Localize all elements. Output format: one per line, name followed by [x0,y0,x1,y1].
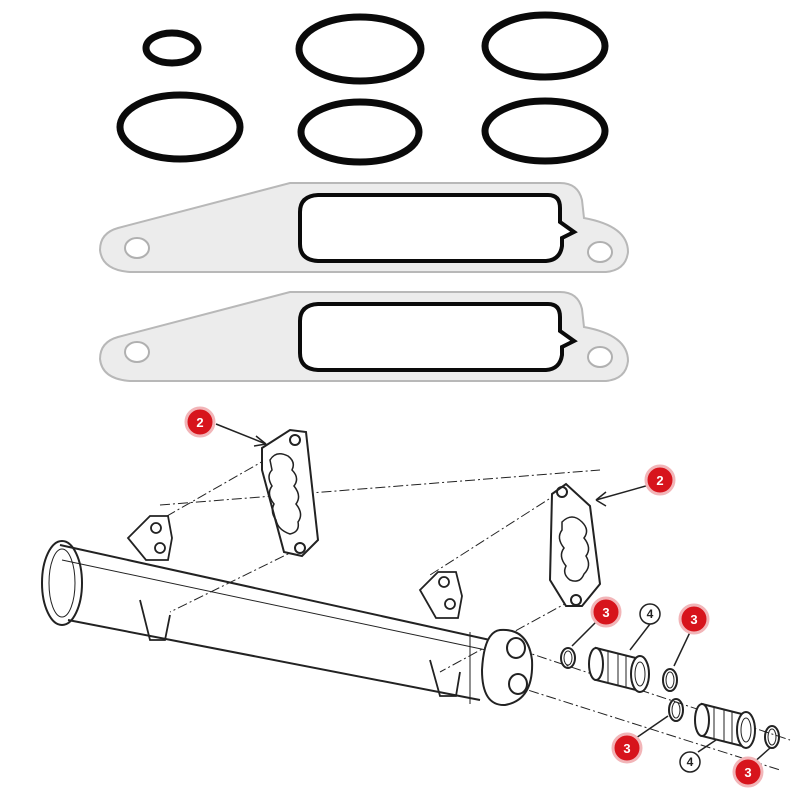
gasket-lower-seal-bead [298,302,578,372]
exploded-connector-upper [588,646,650,693]
leader-lines [215,423,771,765]
callout-oring-lower-right-label: 3 [744,765,751,780]
o-ring-small [142,29,202,67]
callout-oring-upper-right: 3 [678,603,710,635]
exploded-gasket-right [548,482,602,607]
callout-oring-upper-right-label: 3 [690,612,697,627]
exploded-gasket-top-bead [268,453,302,535]
end-cap-port-upper [506,637,526,659]
callout-connector-upper: 4 [639,603,661,625]
o-ring-bottom-right [481,97,609,165]
end-cap-port-lower [508,673,528,695]
exploded-gasket-right-bead [558,516,590,582]
tube-flange-right [418,571,463,697]
callout-gasket-right-label: 2 [656,473,663,488]
callout-oring-lower-left-label: 3 [623,741,630,756]
o-ring-top-middle [295,13,425,85]
gasket-upper-seal-bead [298,193,578,263]
exploded-connector-lower [694,702,756,749]
o-ring-bottom-middle [297,98,423,166]
o-ring-set [116,11,609,166]
callout-connector-upper-label: 4 [647,607,654,621]
gasket-upper-bolt-hole-left [124,237,150,259]
tube-flange-left [126,515,173,641]
exploded-gasket-top [261,428,320,558]
o-ring-top-right [481,11,609,81]
gasket-upper-bolt-hole-right [587,241,613,263]
callout-connector-lower: 4 [679,751,701,773]
exploded-o-ring-lower-right [764,725,780,749]
callout-oring-lower-right: 3 [732,756,764,788]
gasket-lower [98,291,630,382]
callout-oring-lower-left: 3 [611,732,643,764]
exploded-o-ring-lower-left [668,698,684,722]
callout-gasket-right: 2 [644,464,676,496]
gasket-lower-bolt-hole-right [587,346,613,368]
exploded-o-rings [560,647,780,749]
tube-open-end [41,540,83,626]
exploded-view-drawing [41,423,791,771]
callout-gasket-top: 2 [184,406,216,438]
cooler-tube [41,540,534,707]
callout-gasket-top-label: 2 [196,415,203,430]
callout-connector-lower-label: 4 [687,755,694,769]
callout-oring-upper-left: 3 [590,596,622,628]
exploded-o-ring-upper-left [560,647,576,669]
callout-badges: 2 2 3 3 3 3 4 4 [184,406,764,788]
tube-end-cap [480,628,534,707]
gasket-lower-bolt-hole-left [124,341,150,363]
gasket-upper [98,182,630,273]
callout-oring-upper-left-label: 3 [602,605,609,620]
exploded-o-ring-upper-right [662,668,678,692]
o-ring-large-left [116,91,244,163]
